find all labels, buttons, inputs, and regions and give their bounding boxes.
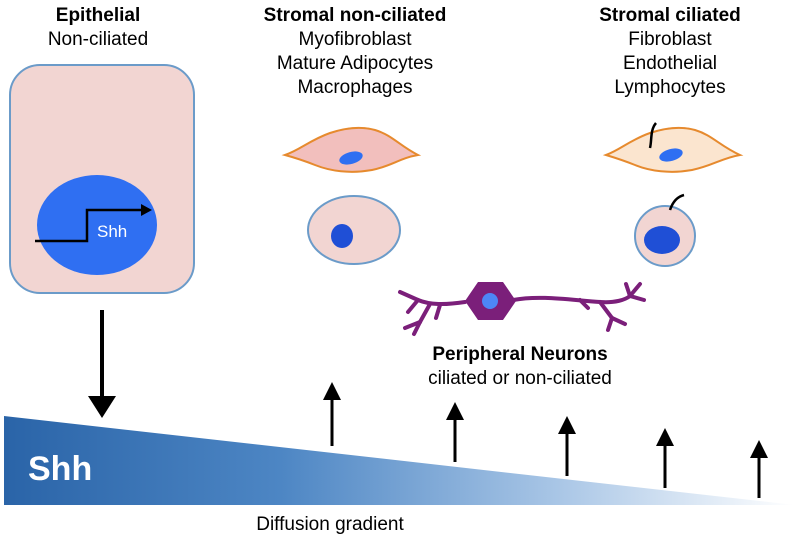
- stromal-ciliated-item: Fibroblast: [628, 29, 712, 50]
- myofibroblast-nucleus: [339, 151, 363, 165]
- epithelial-nucleus: [37, 175, 157, 275]
- gene-promoter-arrowhead: [141, 204, 152, 216]
- stromal-nonciliated-item: Myofibroblast: [298, 29, 412, 50]
- neuron-nucleus: [482, 293, 498, 309]
- fibroblast-cilium: [648, 122, 658, 149]
- macrophage-nucleus: [331, 224, 353, 248]
- epithelial-title: Epithelial: [55, 5, 141, 26]
- myofibroblast-cell: [281, 126, 422, 173]
- secretion-arrowhead: [88, 396, 116, 418]
- stromal-nonciliated-item: Macrophages: [297, 77, 413, 98]
- stromal-nonciliated-header: Stromal non-ciliated Myofibroblast Matur…: [220, 4, 490, 100]
- response-arrowhead: [558, 416, 576, 434]
- response-arrowhead: [446, 402, 464, 420]
- peripheral-neuron: [398, 282, 646, 336]
- stromal-ciliated-title: Stromal ciliated: [599, 5, 741, 26]
- response-arrows: [323, 382, 768, 498]
- neuron-subtitle: ciliated or non-ciliated: [428, 368, 612, 389]
- epithelial-gene-label: Shh: [97, 222, 127, 241]
- stromal-nonciliated-item: Mature Adipocytes: [276, 53, 434, 74]
- stromal-nonciliated-title: Stromal non-ciliated: [263, 5, 447, 26]
- shh-gradient-wedge: [4, 416, 795, 505]
- lymphocyte-nucleus: [644, 226, 680, 254]
- response-arrowhead: [656, 428, 674, 446]
- stromal-ciliated-item: Lymphocytes: [614, 77, 726, 98]
- stromal-ciliated-header: Stromal ciliated Fibroblast Endothelial …: [570, 4, 770, 100]
- gradient-caption: Diffusion gradient: [256, 514, 404, 535]
- response-arrowhead: [750, 440, 768, 458]
- neuron-header: Peripheral Neurons ciliated or non-cilia…: [380, 343, 660, 391]
- macrophage-cell: [307, 195, 401, 265]
- epithelial-subtitle: Non-ciliated: [47, 29, 149, 50]
- neuron-title: Peripheral Neurons: [432, 344, 608, 365]
- ciliated-fibroblast-nucleus: [659, 148, 683, 162]
- epithelial-header: Epithelial Non-ciliated: [18, 4, 178, 52]
- gene-promoter-arrow: [35, 208, 143, 243]
- lymphocyte-cilium: [668, 193, 685, 211]
- stromal-ciliated-item: Endothelial: [622, 53, 718, 74]
- response-arrowhead: [323, 382, 341, 400]
- gradient-label: Shh: [28, 450, 93, 488]
